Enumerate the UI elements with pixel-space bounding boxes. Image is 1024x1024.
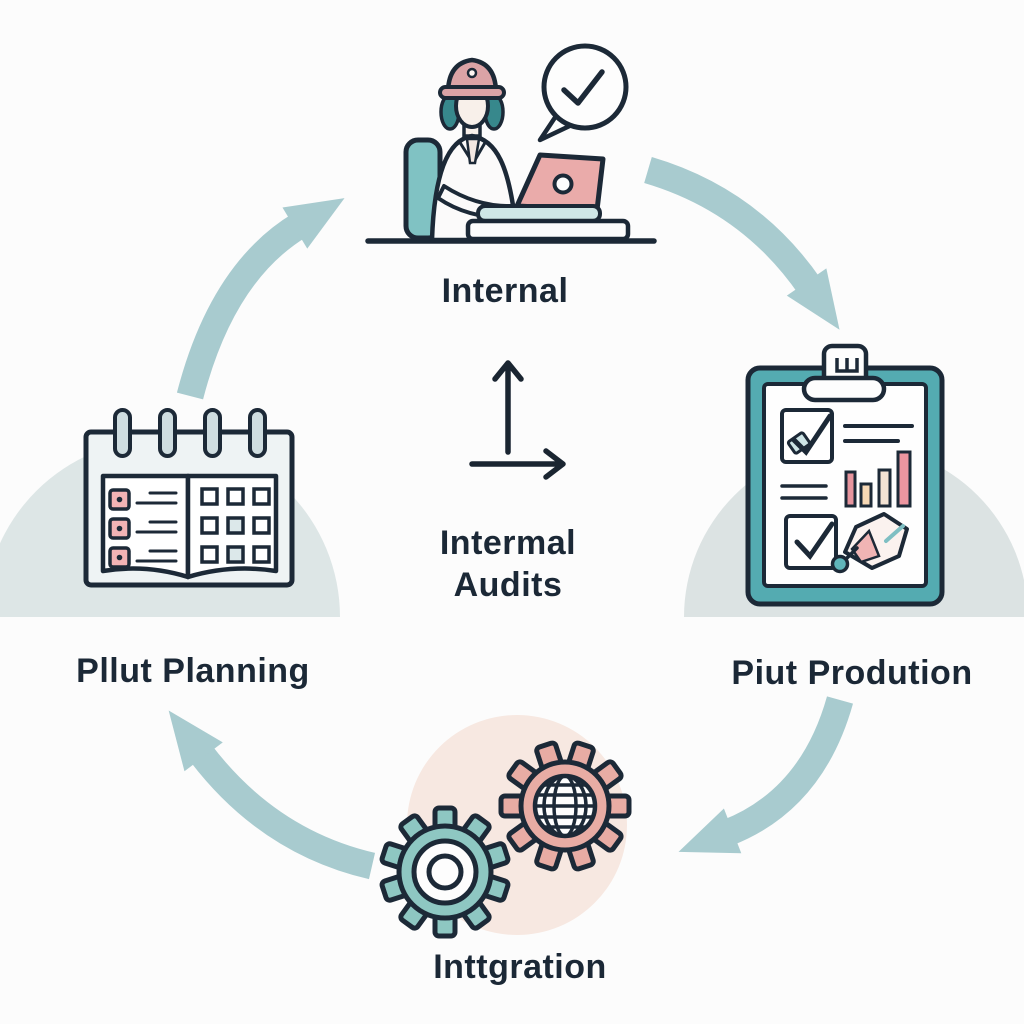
checkbox-2-check-icon	[794, 521, 835, 560]
gears-globe-icon	[379, 740, 632, 939]
checkbox-2	[784, 514, 838, 570]
stamp-shape-pink	[850, 528, 881, 564]
globe-gear-icon	[498, 740, 632, 872]
laptop-logo	[552, 173, 574, 195]
tie	[465, 137, 481, 165]
up-arrow-icon	[492, 360, 524, 455]
cycle-arrows	[168, 157, 853, 880]
node-label-top: Internal	[441, 272, 569, 310]
right-arrow-icon	[469, 448, 566, 480]
checkbox-1-check-icon	[791, 413, 833, 456]
speech-bubble	[541, 43, 629, 131]
arrow-right-to-bottom	[678, 696, 853, 854]
center-label: Intermal Audits	[358, 522, 658, 606]
arrow-top-to-right	[644, 157, 840, 330]
arrow-left-to-top	[176, 198, 345, 400]
task-list	[108, 488, 178, 569]
stamp-teal-dash	[884, 524, 905, 543]
node-label-bottom: Inttgration	[433, 948, 607, 986]
auditor-at-laptop-icon	[365, 43, 657, 244]
center-label-line-1: Intermal	[439, 524, 577, 562]
bar-chart-icon	[844, 450, 912, 508]
node-label-left: Pllut Planning	[76, 652, 310, 690]
checkmark-icon	[561, 69, 605, 106]
stamp-handle	[844, 546, 859, 561]
hard-hat-brim	[438, 85, 506, 100]
axis-arrows-icon	[469, 360, 566, 480]
arrow-bottom-to-left	[168, 710, 376, 880]
clip-tab-mark	[835, 358, 859, 373]
text-lines-right	[843, 424, 914, 443]
node-label-right: Piut Prodution	[731, 654, 973, 692]
clip-bar	[801, 375, 887, 403]
text-lines-left	[780, 484, 828, 500]
hard-hat-lamp	[466, 67, 478, 79]
clipboard-report-icon	[745, 343, 945, 607]
desk	[465, 218, 631, 242]
planner-calendar-icon	[83, 408, 295, 588]
center-label-line-2: Audits	[453, 566, 563, 604]
spiral-rings	[113, 408, 267, 458]
stamp-dot	[830, 554, 850, 574]
ring-gear-icon	[379, 805, 511, 939]
date-grid	[200, 487, 271, 564]
